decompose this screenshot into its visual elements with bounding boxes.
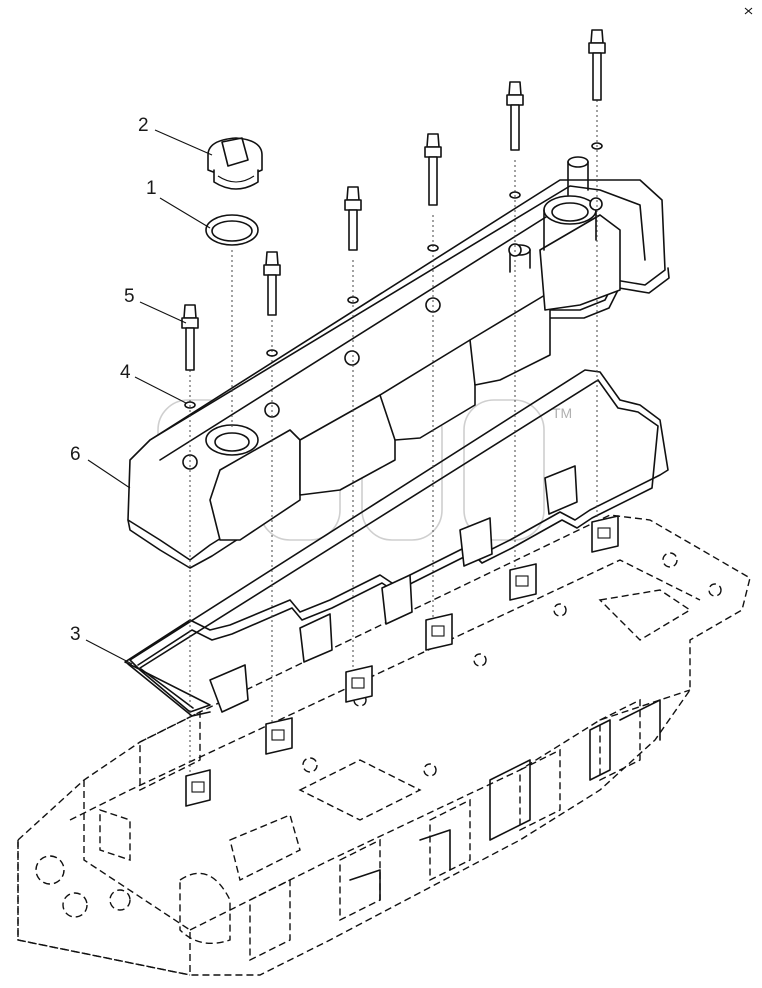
rocker-mount-3 <box>345 665 373 703</box>
o-ring-seal <box>205 214 259 246</box>
oil-filler-cap <box>207 137 263 190</box>
washer-seals <box>184 142 603 409</box>
rocker-mount-2 <box>265 717 293 755</box>
stud-bolt-6 <box>588 29 606 101</box>
callout-2: 2 <box>138 115 149 136</box>
valve-cover <box>127 156 670 569</box>
valve-cover-gasket <box>124 369 669 717</box>
leader-lines <box>85 129 213 665</box>
stud-bolts <box>181 29 606 371</box>
cylinder-head <box>17 514 751 976</box>
stud-bolt-5 <box>506 81 524 151</box>
stud-bolt-2 <box>263 251 281 316</box>
corner-mark-icon <box>744 7 753 15</box>
stud-bolt-4 <box>424 133 442 206</box>
assembly-centerlines <box>189 100 598 775</box>
stud-bolt-3 <box>344 186 362 251</box>
callout-4: 4 <box>120 362 131 383</box>
rocker-mount-4 <box>425 613 453 651</box>
rocker-mount-6 <box>591 515 619 553</box>
callout-5: 5 <box>124 286 135 307</box>
callout-3: 3 <box>70 624 81 645</box>
stud-bolt-1 <box>181 304 199 371</box>
filler-neck <box>543 195 597 251</box>
rocker-mount-5 <box>509 563 537 601</box>
oil-filler-opening <box>205 424 259 456</box>
callout-6: 6 <box>70 444 81 465</box>
rocker-mount-1 <box>185 769 211 807</box>
watermark-trademark: TM <box>552 405 572 421</box>
callout-labels: 2 1 5 4 6 3 <box>70 115 157 645</box>
callout-1: 1 <box>146 178 157 199</box>
